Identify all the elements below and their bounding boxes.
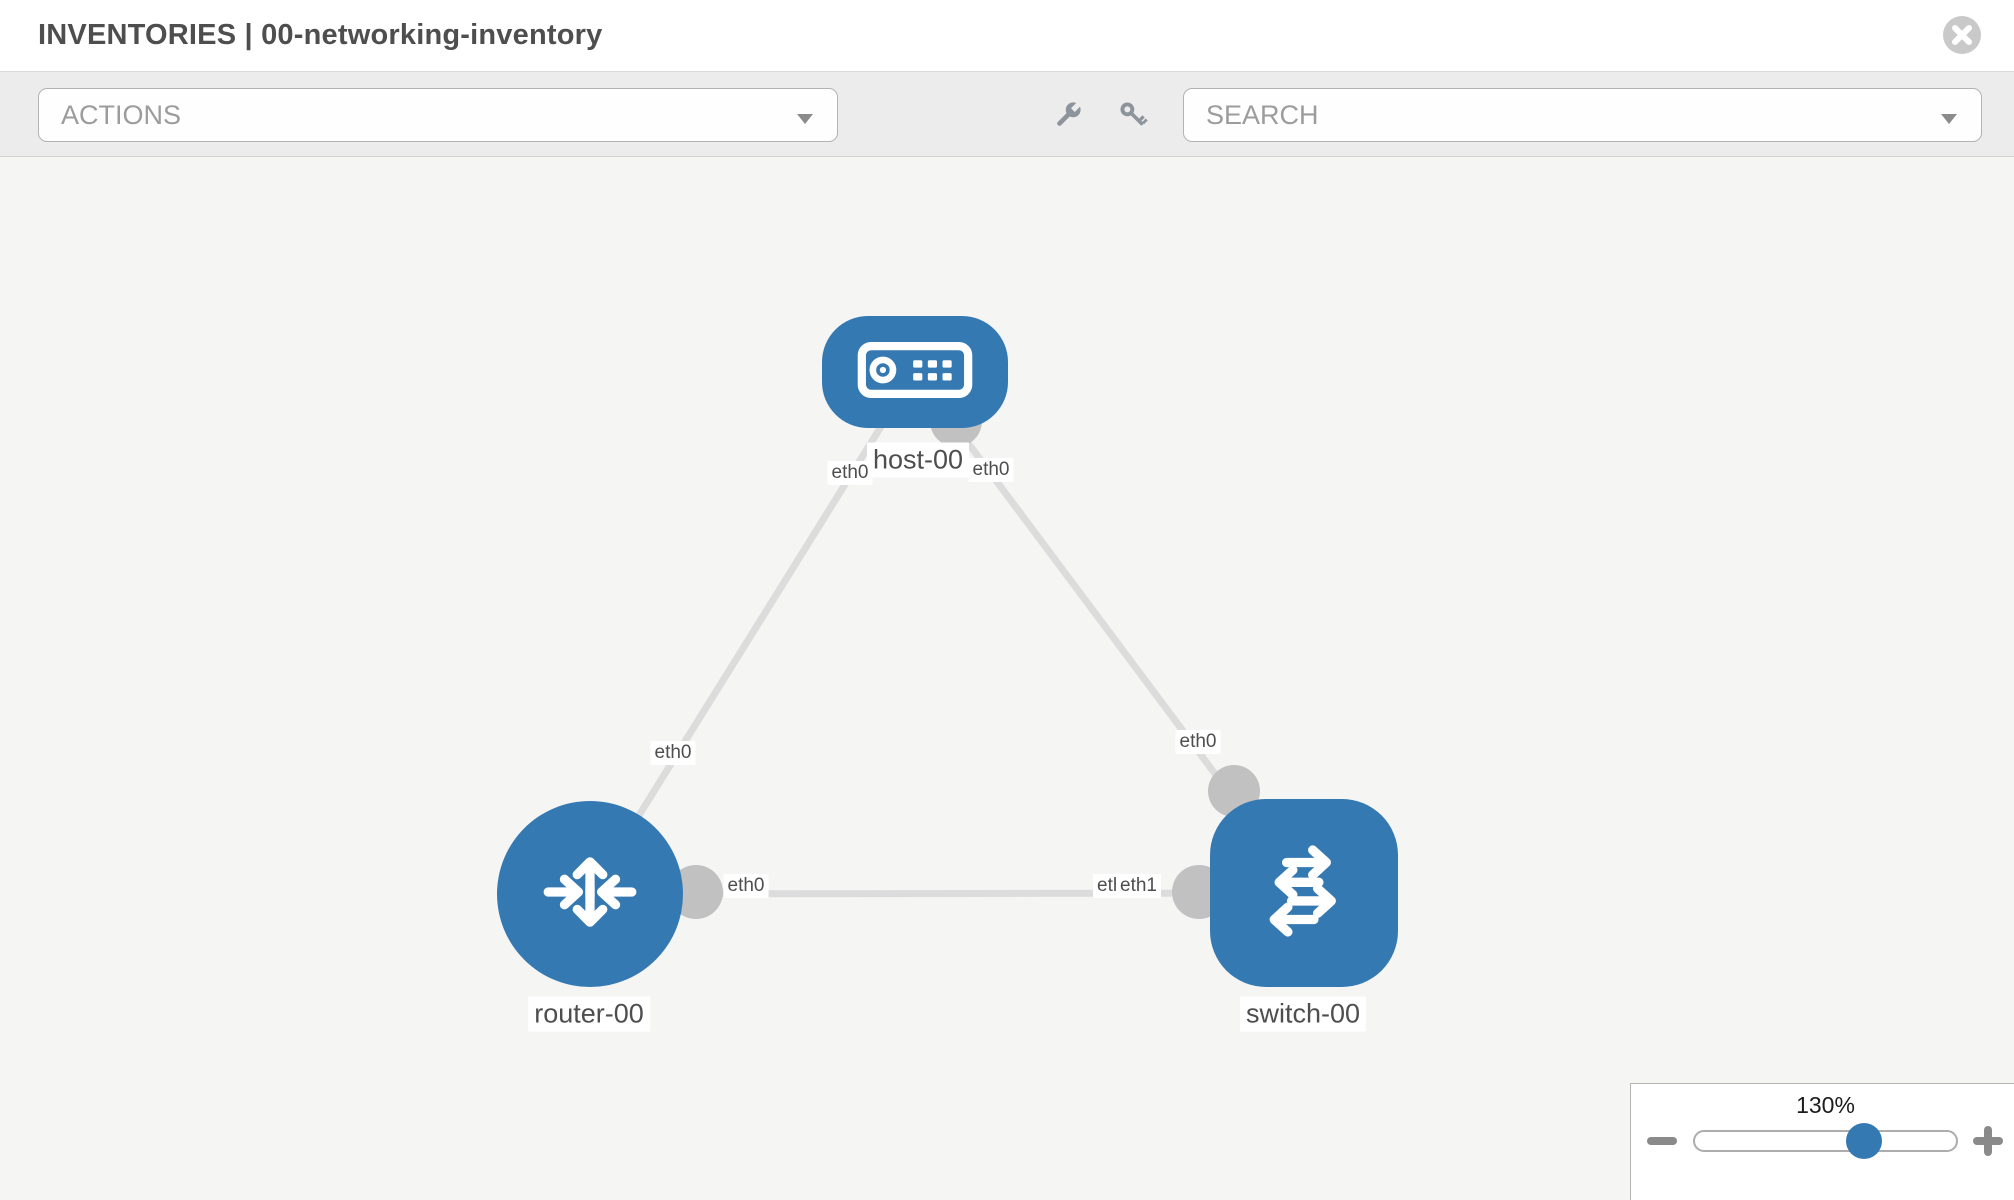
zoom-slider-track[interactable] (1693, 1130, 1958, 1152)
topology-links (587, 369, 1307, 898)
zoom-slider-thumb[interactable] (1846, 1123, 1882, 1159)
node-label-host: host-00 (866, 442, 970, 478)
node-label-router: router-00 (528, 996, 650, 1032)
node-switch-00[interactable] (1210, 799, 1398, 987)
actions-dropdown[interactable]: ACTIONS (38, 88, 838, 142)
node-label-switch: switch-00 (1239, 996, 1367, 1032)
wrench-icon[interactable] (1051, 98, 1085, 132)
node-host-00[interactable] (822, 316, 1008, 428)
switch-icon (1242, 829, 1366, 958)
close-icon (1942, 16, 1982, 58)
chevron-down-icon (1941, 111, 1957, 129)
header-bar: INVENTORIES | 00-networking-inventory (0, 0, 2014, 72)
router-icon (532, 834, 648, 955)
if-label-router-to-switch: eth0 (723, 874, 769, 898)
if-label-switch-to-host: eth0 (1175, 730, 1221, 754)
page-title: INVENTORIES | 00-networking-inventory (38, 19, 603, 51)
node-router-00[interactable] (497, 801, 683, 987)
zoom-out-button[interactable] (1647, 1137, 1677, 1145)
if-label-host-to-switch: eth0 (968, 458, 1014, 482)
actions-dropdown-label: ACTIONS (61, 100, 182, 130)
search-dropdown[interactable]: SEARCH (1183, 88, 1982, 142)
close-button[interactable] (1942, 15, 1982, 55)
link-host-router[interactable] (587, 370, 918, 896)
host-icon (855, 337, 975, 408)
if-label-router-to-host: eth0 (650, 741, 696, 765)
plus-icon (1984, 1126, 1992, 1156)
zoom-level-label: 130% (1796, 1092, 1855, 1118)
zoom-control-panel: 130% (1630, 1083, 2014, 1200)
zoom-in-button[interactable] (1973, 1126, 2003, 1156)
if-label-host-to-router: eth0 (827, 461, 873, 485)
topology-canvas[interactable]: host-00 router-00 switch-00 eth0 eth0 et… (0, 158, 2014, 1200)
chevron-down-icon (797, 111, 813, 129)
search-placeholder: SEARCH (1206, 100, 1319, 130)
toolbar: ACTIONS S (0, 72, 2014, 157)
if-label-switch-to-router-front: eth1 (1116, 874, 1161, 898)
key-icon[interactable] (1116, 98, 1150, 132)
